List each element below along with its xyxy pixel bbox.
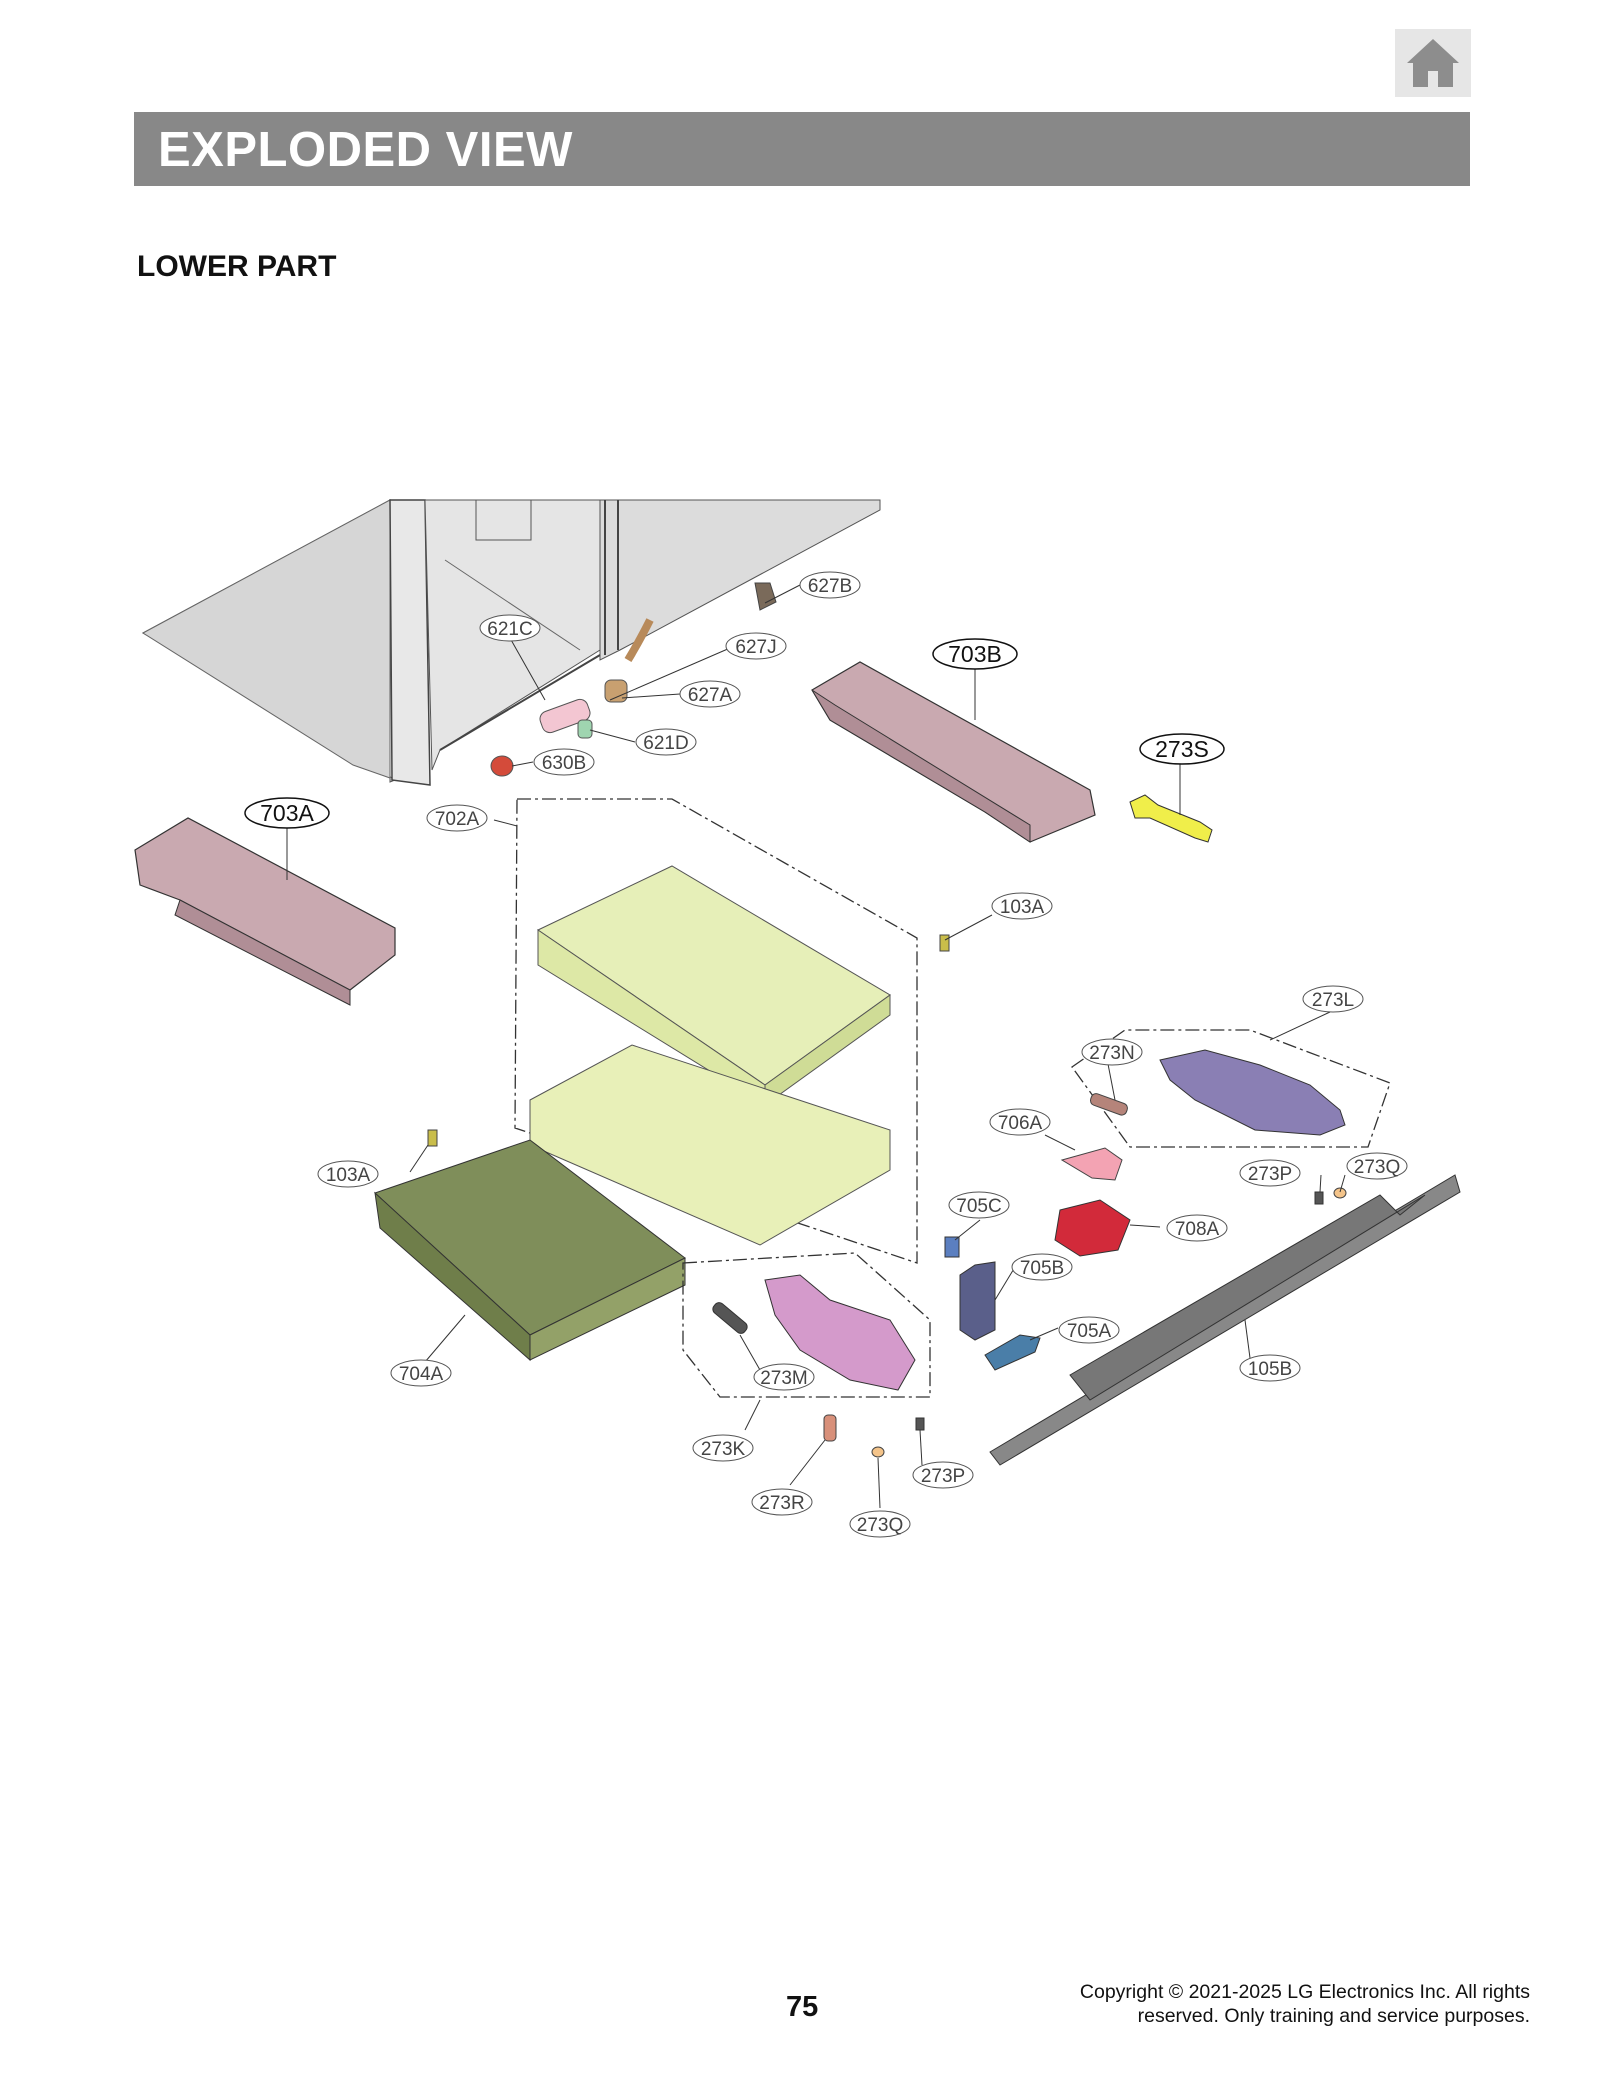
callout-702A: 702A (426, 804, 488, 832)
svg-text:627J: 627J (735, 637, 776, 658)
callout-704A: 704A (390, 1359, 452, 1387)
svg-text:273Q: 273Q (857, 1515, 903, 1536)
svg-text:273K: 273K (701, 1439, 746, 1460)
page-number: 75 (786, 1991, 819, 2023)
svg-text:705B: 705B (1020, 1258, 1064, 1279)
svg-text:708A: 708A (1175, 1219, 1220, 1240)
callout-103A-right: 103A (991, 892, 1053, 920)
svg-text:627B: 627B (808, 576, 852, 597)
svg-text:273N: 273N (1089, 1043, 1134, 1064)
svg-text:702A: 702A (435, 809, 480, 830)
bracket-708A (1054, 1199, 1131, 1257)
svg-text:703B: 703B (948, 641, 1002, 667)
callout-627B: 627B (799, 571, 861, 599)
copyright-notice: Copyright © 2021-2025 LG Electronics Inc… (970, 1980, 1530, 2028)
svg-text:273M: 273M (760, 1368, 808, 1389)
callout-630B: 630B (533, 748, 595, 776)
callout-273Q-right: 273Q (1346, 1152, 1408, 1180)
callout-273M: 273M (753, 1363, 815, 1391)
frame-703B (811, 661, 1096, 843)
page-title: EXPLODED VIEW (158, 123, 573, 177)
svg-text:630B: 630B (542, 753, 586, 774)
svg-text:273R: 273R (759, 1493, 804, 1514)
section-banner: EXPLODED VIEW (134, 112, 1470, 186)
svg-text:103A: 103A (326, 1165, 371, 1186)
callout-273S: 273S (1139, 733, 1225, 765)
svg-text:627A: 627A (688, 685, 733, 706)
svg-text:705A: 705A (1067, 1321, 1112, 1342)
callout-273N: 273N (1081, 1038, 1143, 1066)
callout-105B: 105B (1239, 1354, 1301, 1382)
svg-text:103A: 103A (1000, 897, 1045, 918)
section-subtitle: LOWER PART (137, 250, 337, 283)
callout-627J: 627J (725, 632, 787, 660)
hinge-group-273M (682, 1252, 931, 1398)
svg-text:273S: 273S (1155, 736, 1209, 762)
callout-705B: 705B (1011, 1253, 1073, 1281)
drain-parts (490, 582, 777, 777)
svg-text:273P: 273P (1248, 1164, 1292, 1185)
wrench-273S (1129, 794, 1213, 843)
callout-273P-right: 273P (1239, 1159, 1301, 1187)
callout-705A: 705A (1058, 1316, 1120, 1344)
svg-text:704A: 704A (399, 1364, 444, 1385)
callout-273Q-bottom: 273Q (849, 1510, 911, 1538)
callout-627A: 627A (679, 680, 741, 708)
callout-273R: 273R (751, 1488, 813, 1516)
callout-273K: 273K (692, 1434, 754, 1462)
callout-621C: 621C (479, 614, 541, 642)
brackets-705 (944, 1236, 1041, 1371)
callouts: 627B 621C 627J 703B 627A 621D 630B 273S … (244, 571, 1408, 1538)
callout-703A: 703A (244, 797, 330, 829)
callout-273P-bottom: 273P (912, 1461, 974, 1489)
callout-621D: 621D (635, 728, 697, 756)
home-button[interactable] (1395, 29, 1471, 97)
svg-text:273P: 273P (921, 1466, 965, 1487)
grille-105B (989, 1174, 1461, 1466)
callout-103A-left: 103A (317, 1160, 379, 1188)
svg-text:621C: 621C (487, 619, 532, 640)
callout-708A: 708A (1166, 1214, 1228, 1242)
svg-text:105B: 105B (1248, 1359, 1292, 1380)
callout-706A: 706A (989, 1108, 1051, 1136)
home-icon (1407, 39, 1459, 87)
svg-text:706A: 706A (998, 1113, 1043, 1134)
screws (427, 934, 1347, 1458)
callout-705C: 705C (948, 1191, 1010, 1219)
plate-706A (1060, 1147, 1123, 1181)
svg-text:705C: 705C (956, 1196, 1001, 1217)
leader-lines (286, 584, 1346, 1509)
copyright-line-1: Copyright © 2021-2025 LG Electronics Inc… (1079, 1981, 1530, 2003)
callout-703B: 703B (932, 638, 1018, 670)
svg-text:273L: 273L (1312, 990, 1354, 1011)
callout-273L: 273L (1302, 985, 1364, 1013)
hinge-group-273L (1071, 1029, 1391, 1148)
drip-pan-704A (374, 1139, 686, 1362)
svg-text:621D: 621D (643, 733, 688, 754)
svg-text:703A: 703A (260, 800, 314, 826)
frame-703A (134, 817, 396, 1006)
tray-group-702A (514, 798, 918, 1264)
svg-text:273Q: 273Q (1354, 1157, 1400, 1178)
copyright-line-2: reserved. Only training and service purp… (1137, 2005, 1530, 2027)
cabinet-body (141, 499, 881, 786)
